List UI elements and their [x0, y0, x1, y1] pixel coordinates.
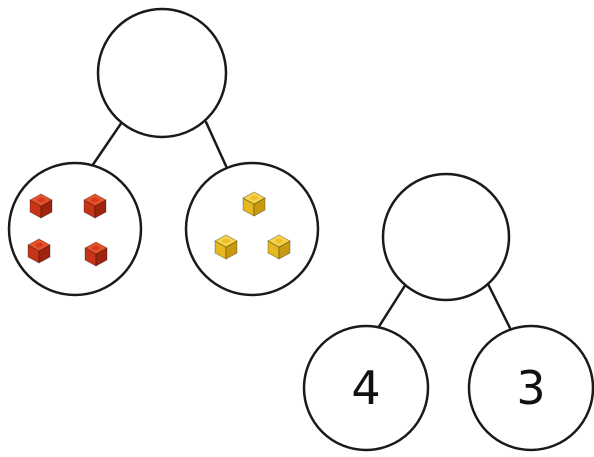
bond-connector-right [204, 120, 228, 168]
number-bond-cubes [7, 7, 320, 297]
yellow-cube [242, 191, 266, 217]
yellow-cube-group [214, 191, 291, 260]
red-cube [27, 238, 51, 264]
part-circle-right [467, 324, 594, 452]
whole-circle [381, 172, 511, 302]
red-cube-group [27, 193, 108, 267]
yellow-cube [267, 234, 291, 260]
bond-connector-right [486, 282, 512, 330]
red-cube [29, 193, 53, 219]
red-cube [84, 241, 108, 267]
bond-connector-left [90, 120, 124, 168]
part-value-right: 3 [516, 361, 545, 415]
whole-circle [96, 7, 228, 139]
red-cube [83, 193, 107, 219]
part-value-left: 4 [351, 361, 380, 415]
bond-connector-left [376, 282, 408, 330]
number-bond-numbers: 4 3 [302, 172, 594, 452]
part-circle-yellow-cubes [184, 161, 320, 297]
yellow-cube [214, 234, 238, 260]
part-circle-red-cubes [7, 161, 143, 297]
part-circle-left [302, 324, 430, 452]
